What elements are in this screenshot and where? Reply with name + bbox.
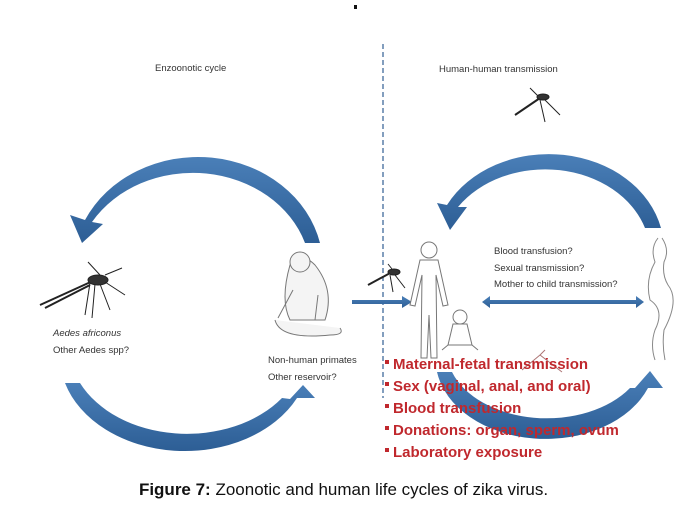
route-item: Maternal-fetal transmission: [385, 356, 588, 373]
dot-mark: [354, 5, 357, 9]
mosquito-icon: [39, 261, 126, 319]
route-item: Blood transfusion: [385, 400, 521, 417]
pregnant-woman-icon: [647, 237, 674, 361]
enzootic-top-arrow: [70, 157, 320, 243]
route-item: Sex (vaginal, anal, and oral): [385, 378, 591, 395]
reservoir-label-2: Other reservoir?: [268, 372, 337, 383]
caption-text: Zoonotic and human life cycles of zika v…: [210, 480, 549, 499]
baby-icon: [441, 309, 479, 351]
question-mother-child: Mother to child transmission?: [494, 279, 618, 290]
question-blood: Blood transfusion?: [494, 246, 573, 257]
route-item: Laboratory exposure: [385, 444, 542, 461]
mosquito-icon: [367, 263, 406, 293]
caption-label: Figure 7:: [138, 480, 211, 499]
route-item: Donations: organ, sperm, ovum: [385, 422, 619, 439]
human-transmission-title: Human-human transmission: [439, 64, 558, 75]
human-exchange-double-arrow: [482, 296, 644, 308]
figure-caption: Figure 7: Zoonotic and human life cycles…: [0, 480, 687, 500]
mosquito-icon: [514, 87, 561, 123]
reservoir-label-1: Non-human primates: [268, 355, 357, 366]
question-sexual: Sexual transmission?: [494, 263, 585, 274]
monkey-icon: [274, 251, 342, 337]
enzootic-bottom-arrow: [65, 383, 315, 452]
vector-other-label: Other Aedes spp?: [53, 345, 130, 356]
spillover-arrow: [352, 296, 412, 308]
human-top-arrow: [437, 154, 661, 230]
human-figure-icon: [409, 241, 449, 359]
vector-species-label: Aedes africonus: [53, 328, 122, 339]
enzootic-cycle-title: Enzoonotic cycle: [155, 63, 227, 74]
